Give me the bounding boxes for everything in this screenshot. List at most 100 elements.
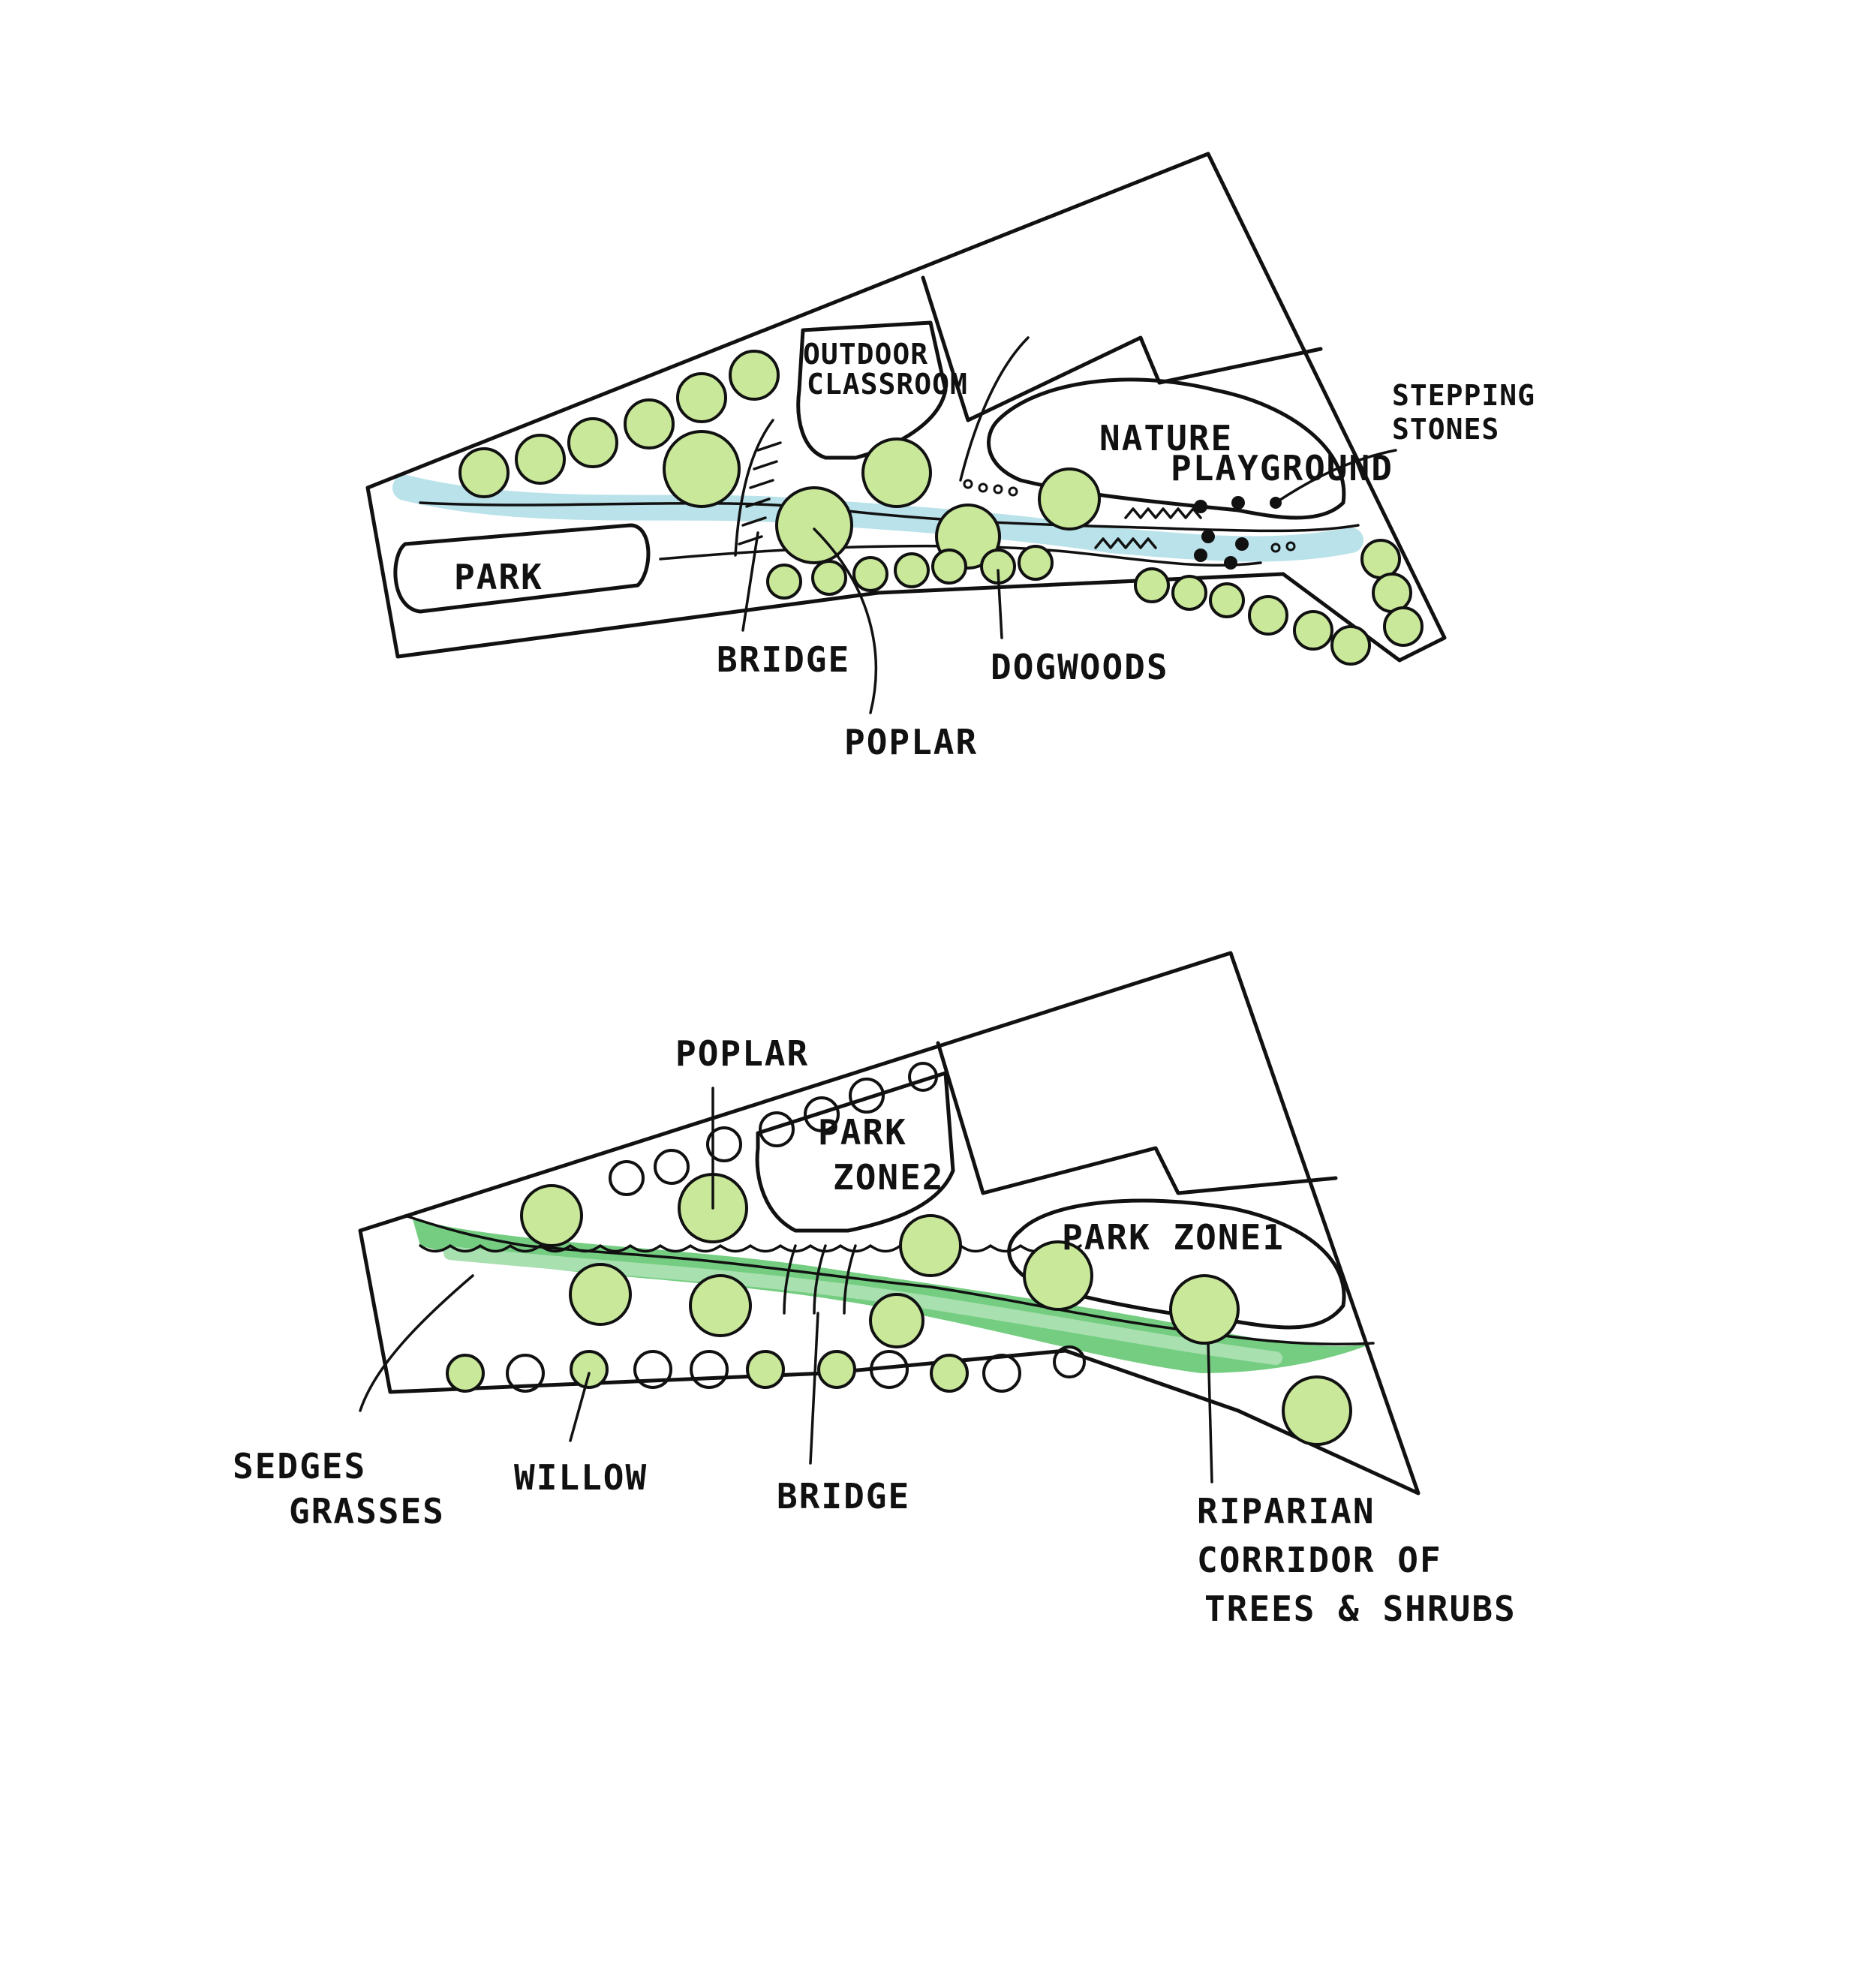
- tree: [460, 449, 508, 497]
- top-site-boundary: [365, 152, 1447, 663]
- shrub: [633, 1350, 672, 1389]
- top-path-dots: [963, 479, 1296, 553]
- dogwood-shrub: [811, 560, 847, 596]
- bottom-label-park-zone2-2: ZONE2: [833, 1157, 944, 1198]
- tree: [804, 1096, 840, 1132]
- top-large-trees: [663, 430, 1101, 570]
- top-park-area: [393, 523, 651, 614]
- dogwood-shrub: [1171, 575, 1207, 611]
- bottom-label-willow: WILLOW: [514, 1457, 648, 1498]
- tree: [935, 504, 1001, 570]
- top-dogwood-row: [766, 539, 1424, 666]
- poplar-tree: [663, 430, 741, 508]
- shrub: [570, 1350, 609, 1389]
- tree: [515, 434, 566, 485]
- dogwood-shrub: [1209, 582, 1245, 618]
- tree: [625, 400, 673, 448]
- tree: [849, 1078, 885, 1114]
- dogwood-shrub: [1330, 625, 1371, 666]
- tree: [899, 1214, 962, 1277]
- shrub: [1053, 1345, 1086, 1378]
- top-label-stones: STONES: [1392, 413, 1499, 446]
- dogwood-shrub: [1383, 606, 1424, 647]
- top-label-stepping: STEPPING: [1392, 379, 1535, 412]
- tree: [1282, 1375, 1352, 1446]
- bottom-leader-riparian: [1207, 1342, 1213, 1483]
- top-label-dogwoods: DOGWOODS: [991, 647, 1169, 687]
- bottom-building-outline: [936, 1041, 1338, 1195]
- bottom-label-riparian-3: TREES & SHRUBS: [1204, 1589, 1517, 1629]
- dogwood-shrub: [1293, 610, 1333, 651]
- top-nature-playground-area: [987, 377, 1346, 520]
- dogwood-shrub: [852, 556, 888, 592]
- top-label-poplar: POPLAR: [844, 722, 978, 762]
- tree: [676, 372, 727, 423]
- poplar-tree: [775, 486, 853, 564]
- tree: [1023, 1240, 1093, 1311]
- top-leader-stepping-stones: [1274, 449, 1397, 504]
- shrub: [982, 1354, 1021, 1393]
- bottom-park-zone2-area: [755, 1071, 955, 1233]
- tree: [624, 398, 675, 449]
- dogwood-shrub: [894, 552, 930, 588]
- top-leader-dogwoods: [997, 569, 1003, 639]
- dogwood-shrub: [931, 549, 967, 585]
- tree: [861, 437, 932, 508]
- tree: [689, 1274, 752, 1337]
- bottom-label-riparian-1: RIPARIAN: [1197, 1491, 1375, 1532]
- shrub: [446, 1354, 485, 1393]
- tree: [759, 1111, 795, 1147]
- bottom-label-bridge: BRIDGE: [777, 1476, 910, 1517]
- top-grass-hatch-2: [1124, 507, 1202, 519]
- tree: [706, 1126, 742, 1162]
- top-building-outline: [921, 275, 1323, 422]
- shrub: [690, 1350, 729, 1389]
- bottom-leader-sedges: [359, 1274, 474, 1412]
- willow-tree: [569, 1263, 632, 1326]
- top-leader-bridge: [741, 531, 759, 632]
- bottom-shrub-row: [446, 1345, 1086, 1393]
- tree: [654, 1149, 690, 1185]
- tree: [729, 350, 780, 401]
- top-grass-hatch: [1094, 537, 1157, 549]
- top-stream: [392, 475, 1363, 562]
- dogwood-shrub: [1248, 595, 1288, 636]
- dogwood-shrub: [1018, 545, 1054, 581]
- bottom-leader-willow: [569, 1372, 591, 1442]
- shrub: [746, 1350, 785, 1389]
- dogwood-shrub: [766, 564, 802, 600]
- top-label-outdoor-classroom-1: OUTDOOR: [803, 338, 928, 371]
- shrub: [817, 1350, 856, 1389]
- bottom-leader-bridge: [809, 1312, 819, 1465]
- top-leader-poplar: [813, 528, 878, 714]
- shrub: [870, 1350, 909, 1389]
- dogwood-shrub: [1134, 567, 1170, 603]
- bottom-label-grasses: GRASSES: [289, 1491, 445, 1532]
- tree: [569, 419, 617, 467]
- tree: [516, 435, 564, 483]
- tree: [520, 1184, 583, 1247]
- bottom-label-riparian-2: CORRIDOR OF: [1197, 1540, 1442, 1580]
- top-label-playground: PLAYGROUND: [1171, 448, 1393, 488]
- bottom-label-sedges: SEDGES: [233, 1446, 366, 1487]
- top-leader-classroom: [959, 336, 1030, 482]
- tree: [1038, 467, 1101, 531]
- shrub: [506, 1354, 545, 1393]
- top-label-park: PARK: [454, 557, 543, 597]
- tree: [730, 351, 778, 399]
- tree: [908, 1062, 938, 1092]
- bottom-label-park-zone2-1: PARK: [818, 1112, 907, 1153]
- top-stepping-stones: [1194, 496, 1282, 570]
- tree: [609, 1160, 645, 1196]
- tree: [678, 374, 726, 422]
- tree: [567, 417, 618, 468]
- bottom-site-plan: POPLAR PARK ZONE2 PARK ZONE1 SEDGES GRAS…: [233, 951, 1517, 1629]
- top-site-plan: PARK OUTDOOR CLASSROOM NATURE PLAYGROUND…: [365, 152, 1535, 762]
- bottom-label-park-zone1: PARK ZONE1: [1062, 1217, 1285, 1258]
- tree: [458, 447, 510, 498]
- top-label-bridge: BRIDGE: [717, 639, 850, 680]
- bottom-bridge: [783, 1244, 857, 1315]
- bottom-trees: [520, 1062, 1352, 1446]
- shrub: [930, 1354, 969, 1393]
